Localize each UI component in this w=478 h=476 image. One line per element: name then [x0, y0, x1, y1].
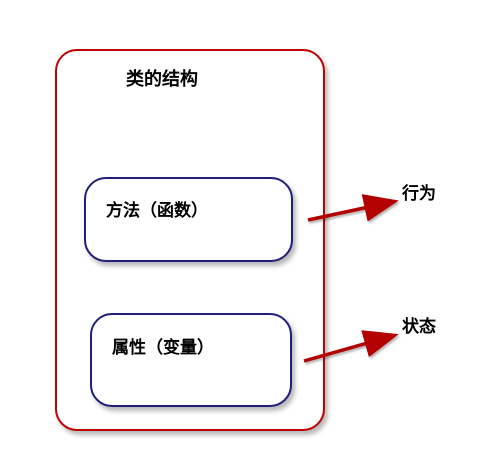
- attributes-box: [90, 313, 292, 407]
- methods-label: 方法（函数）: [106, 201, 208, 221]
- behavior-arrow: [307, 194, 399, 222]
- behavior-label: 行为: [402, 184, 436, 204]
- state-arrow: [303, 330, 399, 363]
- methods-box: [84, 177, 293, 262]
- attributes-label: 属性（变量）: [112, 338, 214, 358]
- class-structure-title: 类的结构: [126, 69, 198, 90]
- state-label: 状态: [402, 317, 436, 337]
